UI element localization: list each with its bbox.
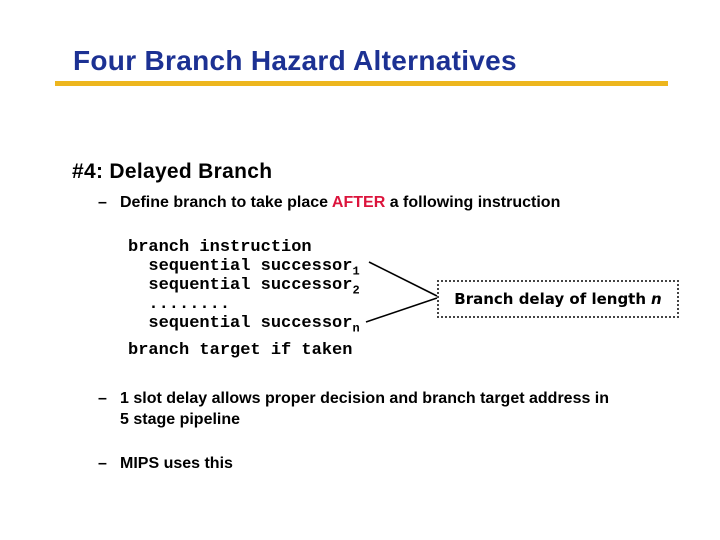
code-subscript: n [352,321,360,336]
code-line: sequential successorn [128,314,360,336]
section-heading: #4: Delayed Branch [72,160,273,183]
code-subscript: 1 [352,264,360,279]
bottom-bullets: –1 slot delay allows proper decision and… [98,388,620,474]
code-line: branch instruction [128,238,312,257]
bullet-row: –MIPS uses this [98,453,620,474]
after-highlight: AFTER [331,194,386,211]
code-line: ........ [128,295,231,314]
code-subscript: 2 [352,283,360,298]
callout-text: Branch delay of length [454,290,647,308]
bullet-text: 1 slot delay allows proper decision and … [120,390,610,428]
bullet-define-branch: – Define branch to take place AFTER a fo… [98,192,660,213]
code-line: sequential successor1 [128,257,360,279]
connector-line-bottom [365,297,438,323]
bullet-text-post: a following instruction [385,194,561,211]
bullet-row: –1 slot delay allows proper decision and… [98,388,620,430]
bullet-text: Define branch to take place AFTER a foll… [120,192,660,213]
slide-title: Four Branch Hazard Alternatives [73,45,517,76]
title-underline-rule [55,81,668,86]
bullet-text: MIPS uses this [120,455,233,472]
code-block: branch instruction sequential successor1… [128,238,360,360]
bullet-text-pre: Define branch to take place [120,194,332,211]
code-line: branch target if taken [128,341,353,360]
bullet-dash: – [98,455,107,472]
code-line: sequential successor2 [128,276,360,298]
connector-line-top [368,261,438,297]
callout-variable-n: n [651,290,662,308]
bullet-dash: – [98,194,107,211]
bullet-dash: – [98,390,107,407]
